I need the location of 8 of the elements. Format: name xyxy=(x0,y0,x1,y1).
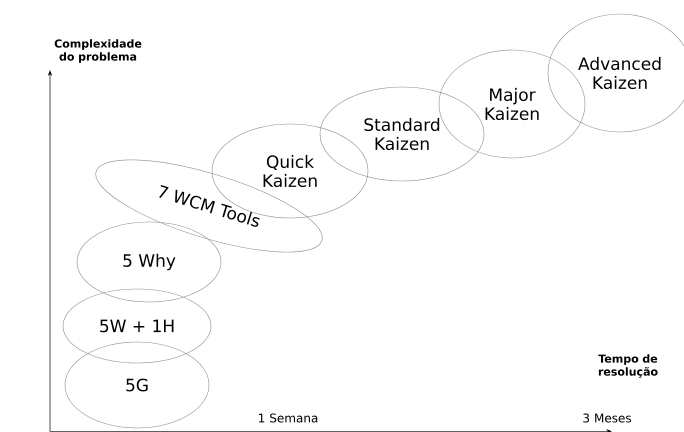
ellipse-node: Standard Kaizen xyxy=(320,86,484,182)
axis-title: Tempo de resolução xyxy=(598,354,658,378)
ellipse-node: 5 Why xyxy=(76,222,222,302)
tick-label: 3 Meses xyxy=(583,413,632,423)
ellipse-node: 5W + 1H xyxy=(62,288,212,364)
tick-label: 1 Semana xyxy=(259,413,318,423)
axis-title: Complexidade do problema xyxy=(54,39,142,63)
ellipse-node: 5G xyxy=(64,342,210,428)
